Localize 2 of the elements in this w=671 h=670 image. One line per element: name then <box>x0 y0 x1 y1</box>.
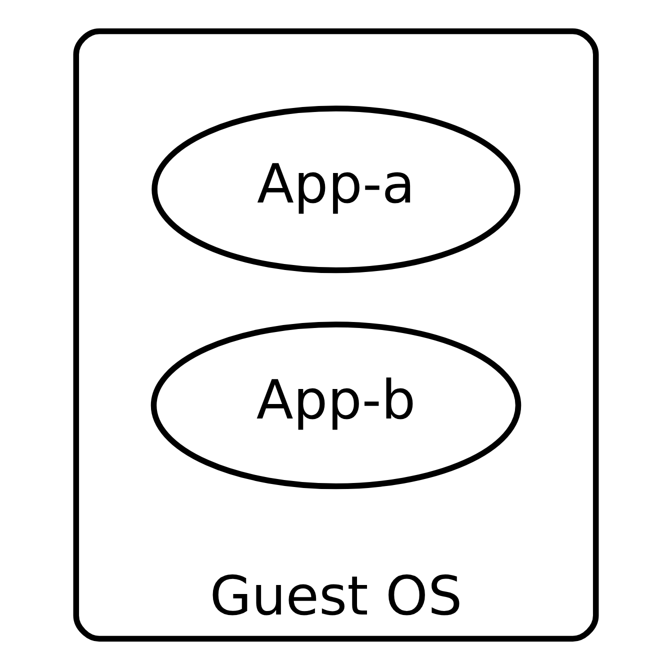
node-ellipse: App-a <box>151 106 520 274</box>
node-ellipse: App-b <box>150 322 521 490</box>
